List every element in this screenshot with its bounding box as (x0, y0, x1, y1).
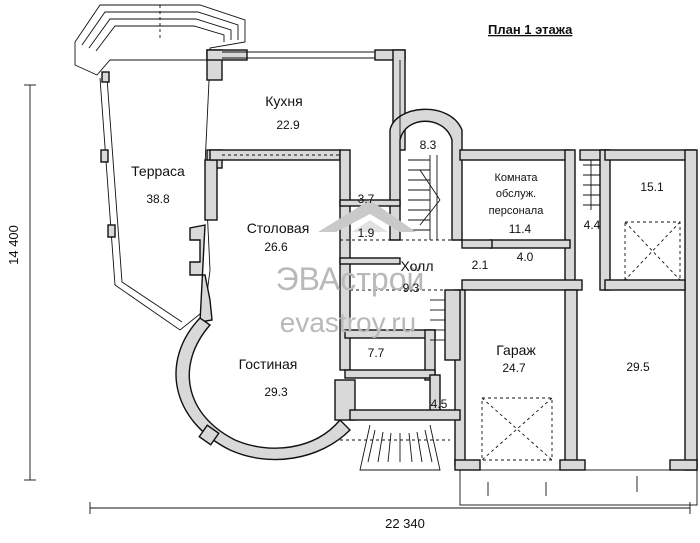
stair-area: 8.3 (420, 138, 437, 152)
width-dimension: 22 340 (385, 516, 425, 531)
watermark: ЭВАстрой evastroy.ru (276, 200, 425, 338)
garage-doors (459, 221, 698, 506)
staff-room-label-1: Комната (494, 172, 538, 184)
terrace-area: 38.8 (146, 192, 170, 206)
plan-title: План 1 этажа (488, 22, 573, 37)
entrance-stairs (359, 419, 445, 471)
living-label: Гостиная (239, 356, 298, 372)
dining-area: 26.6 (264, 240, 288, 254)
room-15-area: 15.1 (640, 180, 664, 194)
living-area: 29.3 (264, 385, 288, 399)
terrace-canopy (74, 4, 246, 76)
staff-room-label-3: персонала (489, 205, 545, 217)
pantry-area: 3.7 (358, 192, 375, 206)
depth-dimension: 14 400 (6, 225, 21, 265)
hall-area: 9.3 (403, 281, 420, 295)
staircase (408, 155, 600, 341)
vestibule-area: 4.5 (431, 397, 448, 411)
kitchen-area: 22.9 (276, 118, 300, 132)
boiler-area: 7.7 (368, 346, 385, 360)
building-walls (175, 49, 698, 471)
staff-room-label-2: обслуж. (496, 188, 536, 200)
dimension-lines (24, 84, 691, 514)
room-labels: Кухня 22.9 Терраса 38.8 Столовая 26.6 Го… (131, 93, 664, 411)
window-openings (222, 51, 460, 441)
staff-room-area: 11.4 (509, 222, 532, 236)
corridor-area: 4.4 (584, 218, 601, 232)
watermark-site: evastroy.ru (280, 307, 416, 338)
kitchen-label: Кухня (265, 93, 302, 109)
garage-label: Гараж (496, 342, 536, 358)
terrace-label: Терраса (131, 163, 185, 179)
bath-area: 4.0 (517, 250, 534, 264)
watermark-brand: ЭВАстрой (276, 261, 425, 297)
dining-label: Столовая (247, 220, 310, 236)
hall-label: Холл (401, 258, 434, 274)
garage2-area: 29.5 (626, 360, 650, 374)
wc2-area: 2.1 (472, 258, 489, 272)
wc1-area: 1.9 (358, 226, 375, 240)
garage-area: 24.7 (502, 361, 526, 375)
